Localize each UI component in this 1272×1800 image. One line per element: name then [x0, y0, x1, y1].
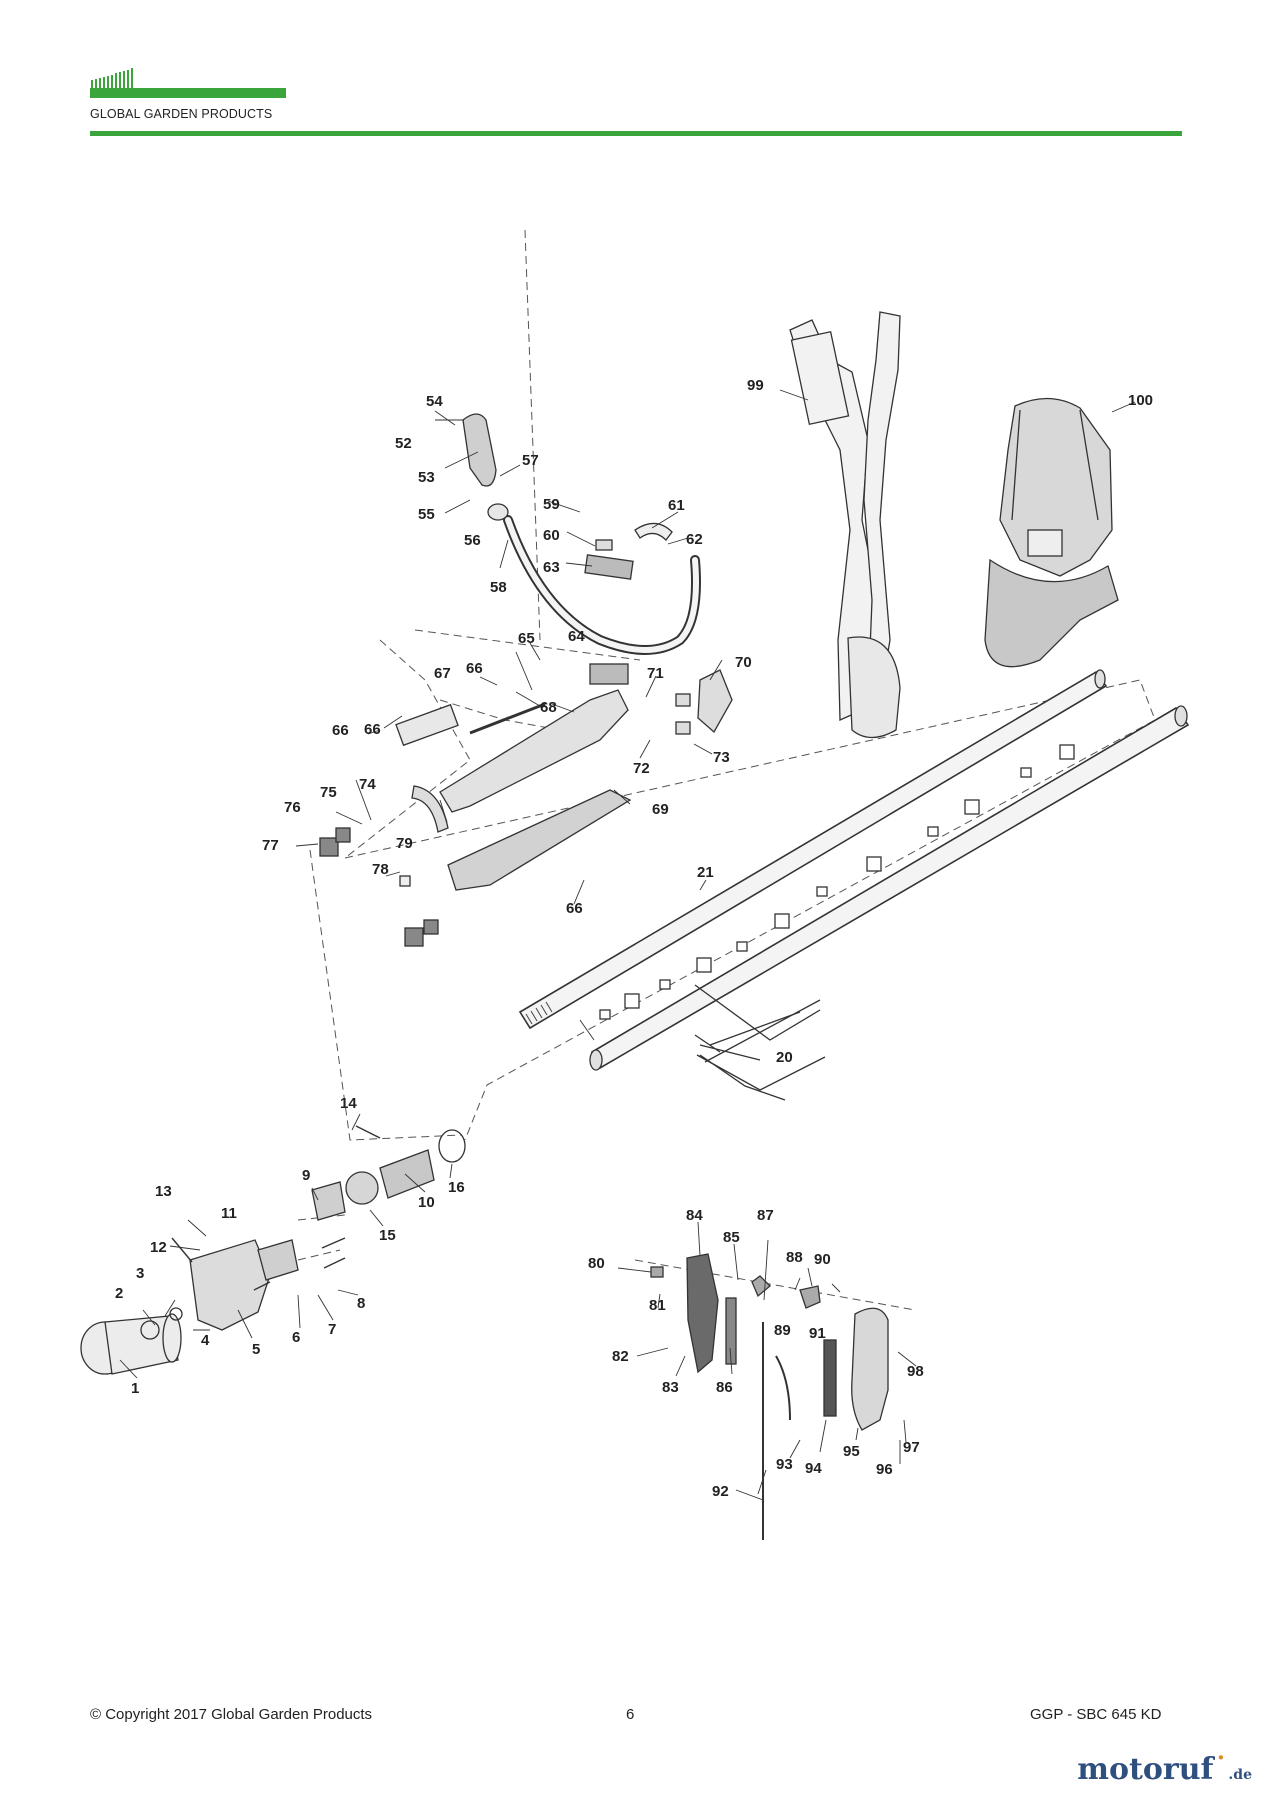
callout: 85: [723, 1229, 740, 1246]
callout: 83: [662, 1379, 679, 1396]
callout: 79: [396, 835, 413, 852]
callout: 3: [136, 1265, 144, 1282]
logo-bar: [90, 88, 286, 98]
callout: 13: [155, 1183, 172, 1200]
callout: 81: [649, 1297, 666, 1314]
callout: 4: [201, 1332, 210, 1349]
callout: 9: [302, 1167, 310, 1184]
callout: 59: [543, 496, 560, 513]
callout: 1: [131, 1380, 139, 1397]
callout: 6: [292, 1329, 300, 1346]
callout: 75: [320, 784, 337, 801]
callout: 15: [379, 1227, 396, 1244]
callout: 54: [426, 393, 443, 410]
callout: 100: [1128, 392, 1153, 409]
callout: 77: [262, 837, 279, 854]
callout: 63: [543, 559, 560, 576]
callout: 70: [735, 654, 752, 671]
callout: 7: [328, 1321, 336, 1338]
callout: 12: [150, 1239, 167, 1256]
callout: 8: [357, 1295, 365, 1312]
page-header: GLOBAL GARDEN PRODUCTS: [90, 58, 1182, 138]
callout: 74: [359, 776, 376, 793]
callout: 2: [115, 1285, 123, 1302]
callout: 10: [418, 1194, 435, 1211]
callout: 66: [466, 660, 483, 677]
callout: 72: [633, 760, 650, 777]
brand-name: GLOBAL GARDEN PRODUCTS: [90, 107, 273, 121]
callout: 58: [490, 579, 507, 596]
callout: 94: [805, 1460, 822, 1477]
watermark-tld: .de: [1228, 1767, 1252, 1783]
callout: 66: [364, 721, 381, 738]
callout: 84: [686, 1207, 703, 1224]
callout: 66: [332, 722, 349, 739]
callout: 55: [418, 506, 435, 523]
callout: 80: [588, 1255, 605, 1272]
callout: 87: [757, 1207, 774, 1224]
watermark-dot: ˙: [1213, 1752, 1229, 1787]
callout: 5: [252, 1341, 260, 1358]
footer-page-number: 6: [626, 1706, 635, 1723]
callout: 98: [907, 1363, 924, 1380]
callout: 62: [686, 531, 703, 548]
callout: 78: [372, 861, 389, 878]
callout: 66: [566, 900, 583, 917]
callout: 76: [284, 799, 301, 816]
callout: 67: [434, 665, 451, 682]
callout: 82: [612, 1348, 629, 1365]
callout: 69: [652, 801, 669, 818]
footer-copyright: © Copyright 2017 Global Garden Products: [90, 1706, 373, 1723]
callout: 56: [464, 532, 481, 549]
callout: 20: [776, 1049, 793, 1066]
header-rule: [90, 131, 1182, 136]
callout: 52: [395, 435, 412, 452]
callout: 86: [716, 1379, 733, 1396]
callout: 60: [543, 527, 560, 544]
callout: 91: [809, 1325, 826, 1342]
callout: 97: [903, 1439, 920, 1456]
callout: 14: [340, 1095, 357, 1112]
footer-model: GGP - SBC 645 KD: [1030, 1706, 1162, 1723]
callout: 99: [747, 377, 764, 394]
callout: 90: [814, 1251, 831, 1268]
callout: 89: [774, 1322, 791, 1339]
callout: 57: [522, 452, 539, 469]
callout: 95: [843, 1443, 860, 1460]
callout: 65: [518, 630, 535, 647]
watermark: motoruf˙.de: [1077, 1752, 1252, 1787]
callout: 71: [647, 665, 664, 682]
callout: 88: [786, 1249, 803, 1266]
callout: 21: [697, 864, 714, 881]
callout: 16: [448, 1179, 465, 1196]
callout: 53: [418, 469, 435, 486]
callout: 68: [540, 699, 557, 716]
callout: 93: [776, 1456, 793, 1473]
callout: 64: [568, 628, 585, 645]
watermark-name: motoruf: [1077, 1752, 1214, 1787]
callout: 61: [668, 497, 685, 514]
callout: 73: [713, 749, 730, 766]
callout: 11: [221, 1205, 237, 1222]
callout: 92: [712, 1483, 729, 1500]
callout: 96: [876, 1461, 893, 1478]
